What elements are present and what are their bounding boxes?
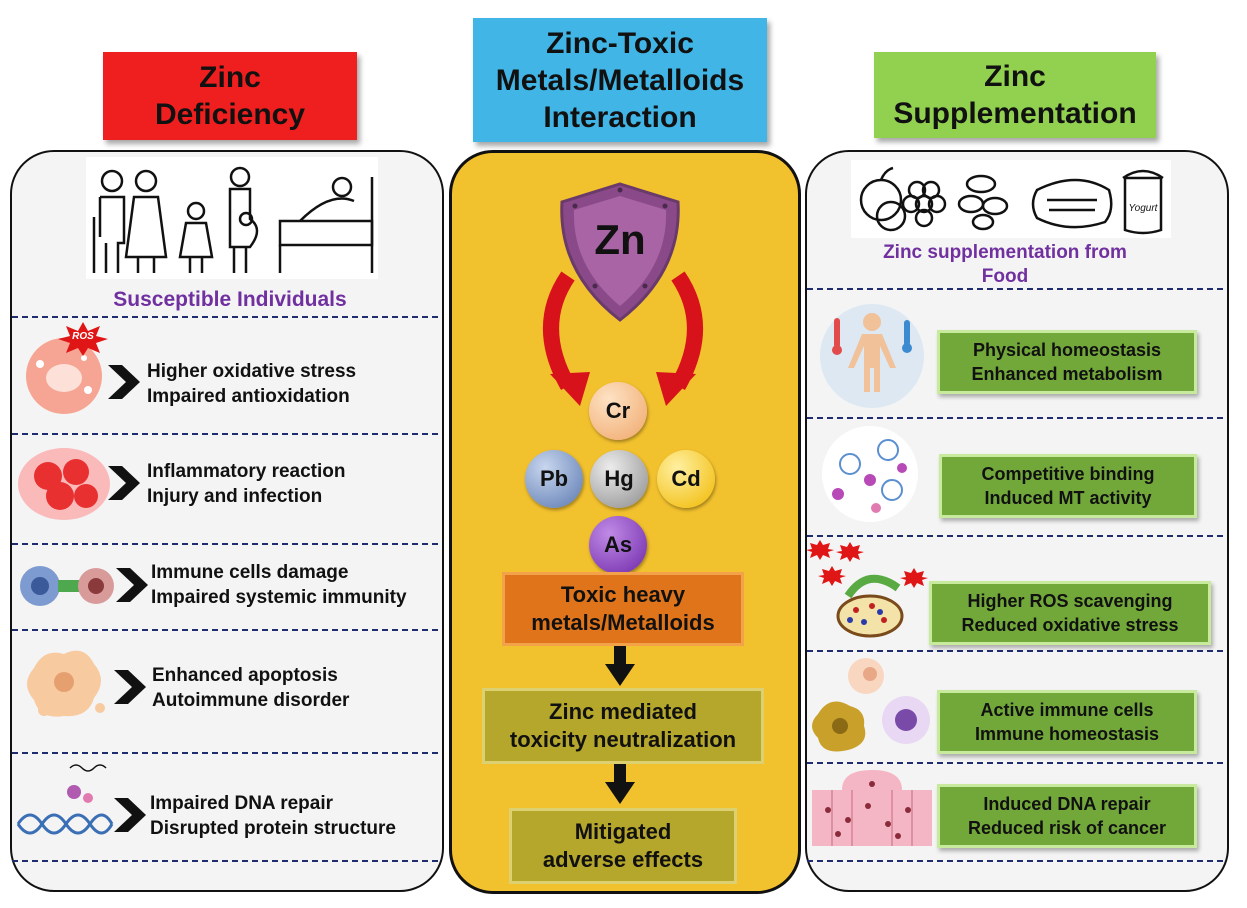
right-row-5-box: Induced DNA repair Reduced risk of cance… (937, 784, 1197, 848)
left-row-2-text: Inflammatory reaction Injury and infecti… (147, 461, 346, 507)
right-divider (807, 762, 1223, 764)
competitive-binding-icon (822, 426, 918, 522)
right-divider (807, 650, 1223, 652)
down-arrow-icon (605, 646, 635, 686)
left-divider (12, 543, 438, 545)
chevron-right-icon (108, 365, 140, 399)
left-row-4-text: Enhanced apoptosis Autoimmune disorder (152, 665, 350, 711)
down-arrow-icon (605, 764, 635, 804)
oxidative-cell-icon (26, 338, 102, 414)
right-row-1-box: Physical homeostasis Enhanced metabolism (937, 330, 1197, 394)
red-curved-arrow-right-icon (656, 271, 703, 406)
left-divider (12, 433, 438, 435)
zinc-symbol: Zn (594, 216, 646, 263)
susceptible-individuals-label: Susceptible Individuals (113, 288, 347, 311)
zinc-deficiency-header: Zinc Deficiency (103, 52, 357, 140)
ros-burst-icon (58, 322, 108, 356)
zinc-neutralization-box: Zinc mediated toxicity neutralization (482, 688, 764, 764)
right-divider (807, 288, 1223, 290)
active-immune-cells-icon (812, 658, 930, 752)
chevron-right-icon (114, 670, 146, 704)
zinc-foods-icon (851, 160, 1171, 238)
left-row-3-text: Immune cells damage Impaired systemic im… (151, 562, 407, 608)
left-divider (12, 860, 438, 862)
right-row-2-box: Competitive binding Induced MT activity (939, 454, 1197, 518)
right-divider (807, 535, 1223, 537)
susceptible-people-icon (86, 157, 378, 279)
yogurt-label: Yogurt (1128, 203, 1158, 214)
left-divider (12, 629, 438, 631)
epithelial-tissue-icon (812, 770, 932, 846)
chevron-right-icon (108, 466, 140, 500)
zinc-supplementation-food-label: Zinc supplementation from Food (883, 242, 1127, 287)
metal-lead: Pb (525, 450, 583, 508)
left-row-1-text: Higher oxidative stress Impaired antioxi… (147, 361, 357, 407)
left-divider (12, 752, 438, 754)
right-row-4-box: Active immune cells Immune homeostasis (937, 690, 1197, 754)
metal-chromium: Cr (589, 382, 647, 440)
red-curved-arrow-left-icon (543, 271, 590, 406)
right-divider (807, 417, 1223, 419)
immune-cells-icon (20, 566, 114, 606)
interaction-header: Zinc-Toxic Metals/Metalloids Interaction (473, 18, 767, 142)
chevron-right-icon (114, 798, 146, 832)
zinc-supplementation-header: Zinc Supplementation (874, 52, 1156, 138)
apoptotic-cell-icon (27, 650, 105, 717)
mitigated-effects-box: Mitigated adverse effects (509, 808, 737, 884)
dna-repair-icon (16, 764, 114, 835)
right-divider (807, 860, 1223, 862)
ros-scavenging-cell-icon (806, 540, 928, 638)
human-thermometer-icon (820, 304, 924, 408)
metal-arsenic: As (589, 516, 647, 574)
right-row-3-box: Higher ROS scavenging Reduced oxidative … (929, 581, 1211, 645)
left-row-5-text: Impaired DNA repair Disrupted protein st… (150, 793, 396, 839)
inflamed-cells-icon (18, 448, 110, 520)
metal-mercury: Hg (590, 450, 648, 508)
ros-badge-text: ROS (72, 331, 94, 342)
chevron-right-icon (116, 568, 148, 602)
left-divider (12, 316, 438, 318)
toxic-metals-box: Toxic heavy metals/Metalloids (502, 572, 744, 646)
zinc-shield-icon (560, 182, 680, 322)
metal-cadmium: Cd (657, 450, 715, 508)
